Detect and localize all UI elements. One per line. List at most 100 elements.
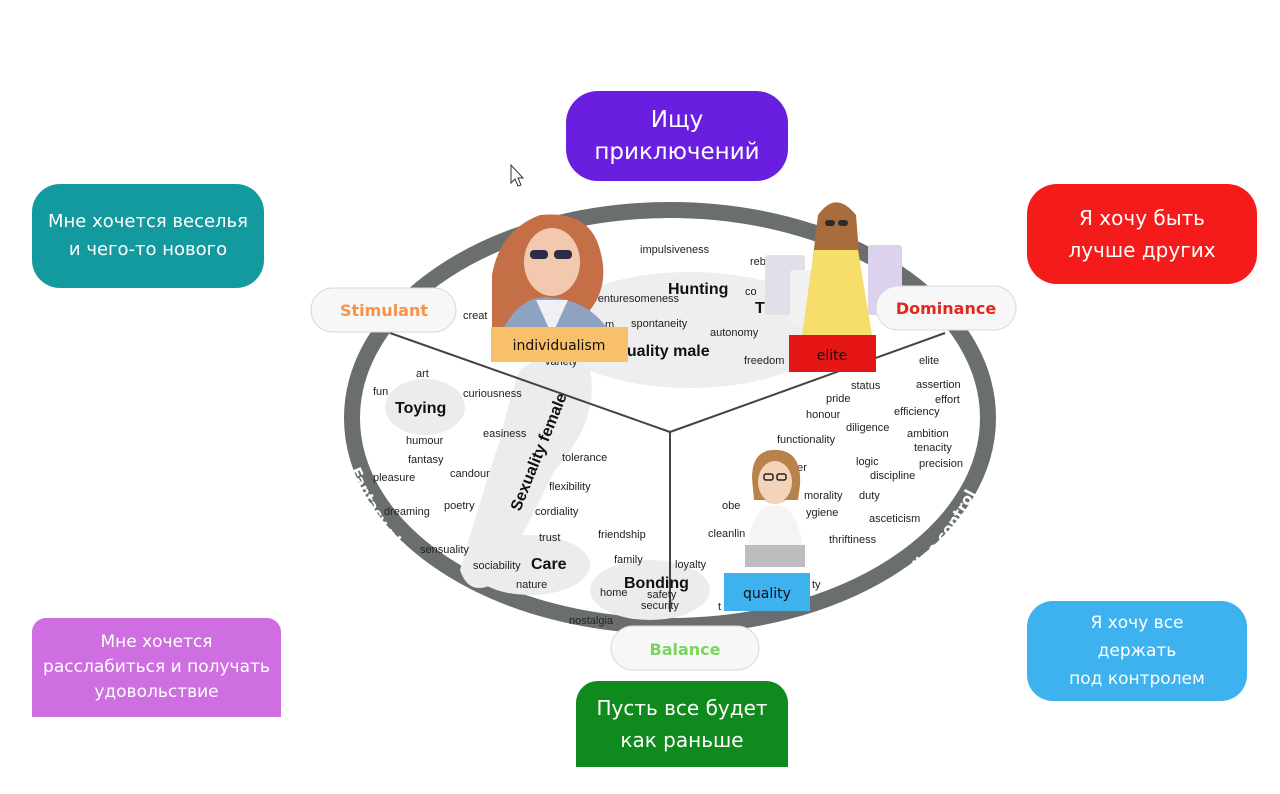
word-m: m: [605, 319, 614, 331]
word-logic: logic: [856, 456, 879, 468]
pill-dominance-bg: [875, 285, 1017, 331]
blob-sexuality-female: [460, 355, 592, 588]
word-thriftiness: thriftiness: [829, 534, 877, 546]
word-precision: precision: [919, 458, 963, 470]
word-diligence: diligence: [846, 422, 889, 434]
label-toying: Toying: [395, 400, 446, 417]
callout-relax-line-1: Мне хочется: [100, 632, 213, 652]
divider-left: [389, 332, 671, 433]
tag-quality: quality: [743, 586, 791, 602]
callout-control: Я хочу все держать под контролем: [1027, 601, 1247, 701]
word-nature: nature: [516, 579, 547, 591]
word-t: t: [718, 601, 721, 613]
word-ambition: ambition: [907, 428, 949, 440]
callout-fun: Мне хочется веселья и чего-то нового: [32, 184, 264, 288]
word-candour: candour: [450, 468, 490, 480]
callout-control-line-3: под контролем: [1069, 669, 1205, 689]
tag-individualism: individualism: [513, 338, 606, 354]
word-trust: trust: [539, 532, 560, 544]
tag-elite-bg: [789, 335, 876, 372]
callout-fun-line-2: и чего-то нового: [68, 239, 228, 260]
word-autonomy: autonomy: [710, 327, 759, 339]
ring-label-top: Andventure Thrill: [595, 252, 746, 274]
callout-same-line-1: Пусть все будет: [596, 696, 768, 720]
callout-better-line-1: Я хочу быть: [1079, 206, 1205, 230]
blob-toying: [385, 379, 465, 435]
word-co: co: [745, 286, 757, 298]
ring-label-top-path: Andventure Thrill: [595, 252, 746, 274]
word-dreaming: dreaming: [384, 506, 430, 518]
blob-care: [470, 535, 590, 595]
word-safety: safety: [647, 589, 677, 601]
word-obe: obe: [722, 500, 740, 512]
label-bonding: Bonding: [624, 575, 689, 592]
word-spontaneity: spontaneity: [631, 318, 688, 330]
callout-better: Я хочу быть лучше других: [1027, 184, 1257, 284]
word-loyalty: loyalty: [675, 559, 707, 571]
blob-bonding: [590, 560, 710, 620]
word-home: home: [600, 587, 628, 599]
word-easiness: easiness: [483, 428, 527, 440]
word-cleanlin: cleanlin: [708, 528, 745, 540]
callout-control-line-2: держать: [1097, 641, 1177, 661]
callout-same-line-2: как раньше: [620, 728, 744, 752]
callout-better-line-2: лучше других: [1068, 238, 1216, 262]
divider-right: [669, 332, 946, 433]
word-efficiency: efficiency: [894, 406, 940, 418]
word-status: status: [851, 380, 881, 392]
word-functionality: functionality: [777, 434, 836, 446]
callout-adventure-line-1: Ищу: [650, 107, 704, 133]
word-impulsiveness: impulsiveness: [640, 244, 710, 256]
pill-balance-bg: [610, 625, 760, 671]
label-care: Care: [531, 556, 567, 573]
word-fantasy: fantasy: [408, 454, 444, 466]
word-flexibility: flexibility: [549, 481, 591, 493]
pill-stimulant-bg: [310, 287, 457, 333]
tag-elite: elite: [817, 348, 848, 364]
word-duty: duty: [859, 490, 880, 502]
word-honour: honour: [806, 409, 841, 421]
pill-balance: Balance: [650, 640, 721, 659]
tag-individualism-bg: [491, 327, 628, 362]
word-curiousness: curiousness: [463, 388, 522, 400]
callout-relax-line-2: расслабиться и получать: [43, 657, 270, 677]
word-ygiene: ygiene: [806, 507, 838, 519]
word-cordiality: cordiality: [535, 506, 579, 518]
callout-relax: Мне хочется расслабиться и получать удов…: [32, 618, 281, 717]
label-sexuality-male: xuality male: [618, 343, 710, 360]
word-family: family: [614, 554, 643, 566]
word-discipline: discipline: [870, 470, 915, 482]
word-asceticism: asceticism: [869, 513, 920, 525]
person-quality-image: [745, 449, 805, 567]
word-freedom: freedom: [744, 355, 784, 367]
callout-fun-line-1: Мне хочется веселья: [48, 211, 248, 232]
word-fun: fun: [373, 386, 388, 398]
word-pride: pride: [826, 393, 850, 405]
person-individualist-image: [492, 214, 612, 335]
pill-stimulant: Stimulant: [340, 301, 428, 320]
word-sensuality: sensuality: [420, 544, 469, 556]
callout-same: Пусть все будет как раньше: [576, 681, 788, 767]
word-tolerance: tolerance: [562, 452, 607, 464]
pill-dominance: Dominance: [896, 299, 996, 318]
word-ty: ty: [812, 579, 821, 591]
word-assertion: assertion: [916, 379, 961, 391]
word-sociability: sociability: [473, 560, 521, 572]
label-hunting: Hunting: [668, 281, 728, 298]
word-poetry: poetry: [444, 500, 475, 512]
callout-relax-line-3: удовольствие: [94, 682, 219, 702]
word-creat: creat: [463, 310, 487, 322]
word-security: security: [641, 600, 679, 612]
word-pleasure: pleasure: [373, 472, 415, 484]
word-effort: effort: [935, 394, 960, 406]
callout-adventure-line-2: приключений: [594, 139, 760, 165]
callout-adventure: Ищу приключений: [566, 91, 788, 181]
mouse-cursor-icon: [510, 163, 525, 187]
word-morality: morality: [804, 490, 843, 502]
word-tenacity: tenacity: [914, 442, 952, 454]
word-friendship: friendship: [598, 529, 646, 541]
tag-quality-bg: [724, 573, 810, 611]
callout-control-line-1: Я хочу все: [1090, 613, 1184, 633]
word-humour: humour: [406, 435, 444, 447]
